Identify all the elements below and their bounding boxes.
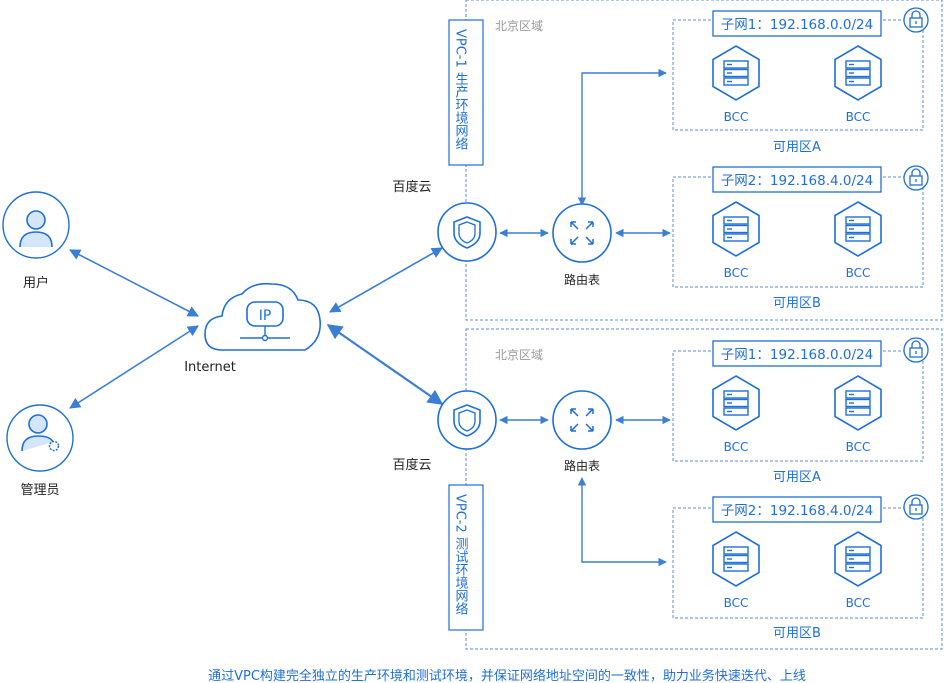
internet-label: Internet (184, 360, 236, 375)
zone-label-vpc1-a: 可用区A (773, 140, 821, 155)
server-icon (712, 531, 760, 587)
route-table-label-top: 路由表 (564, 272, 600, 287)
server-label: BCC (846, 440, 871, 454)
user-node (2, 191, 70, 259)
server-icon (834, 531, 882, 587)
server-icon (712, 45, 760, 101)
ip-text: IP (259, 308, 272, 324)
connector-internet-gateway-top (329, 247, 443, 313)
server-icon (712, 201, 760, 257)
region-label-vpc2: 北京区域 (495, 348, 543, 362)
subnet-label-vpc1-a: 子网1：192.168.0.0/24 (712, 10, 882, 37)
server-label: BCC (846, 266, 871, 280)
gear-icon (48, 440, 60, 452)
route-table-icon (552, 203, 612, 263)
lock-icon (903, 7, 929, 33)
zone-box-vpc2-a (672, 350, 924, 462)
shield-icon (437, 390, 497, 450)
server-icon (834, 201, 882, 257)
server-label: BCC (846, 110, 871, 124)
subnet-text-vpc2-a: 子网1：192.168.0.0/24 (721, 347, 873, 363)
server-label: BCC (724, 440, 749, 454)
subnet-text-vpc1-a: 子网1：192.168.0.0/24 (721, 17, 873, 33)
region-box-vpc2 (465, 328, 943, 650)
internet-cloud: IP (204, 282, 322, 351)
zone-label-vpc1-b: 可用区B (773, 296, 821, 311)
admin-node (6, 404, 74, 472)
connector-internet-gateway-bottom (326, 324, 444, 405)
server-label: BCC (724, 266, 749, 280)
server-label: BCC (724, 596, 749, 610)
vpc1-name: VPC-1 生产环境网络 (453, 29, 469, 150)
region-box-vpc1 (465, 0, 943, 321)
vpc1-name-box: VPC-1 生产环境网络 (448, 19, 484, 166)
subnet-label-vpc2-a: 子网1：192.168.0.0/24 (712, 340, 882, 367)
zone-box-vpc1-b (672, 176, 924, 288)
connector-user-internet (69, 249, 199, 317)
vpc2-name: VPC-2 测试环境网络 (453, 494, 469, 615)
lock-icon (903, 165, 929, 191)
server-icon (834, 375, 882, 431)
gateway-label-bottom: 百度云 (392, 457, 431, 473)
lock-icon (903, 494, 929, 520)
subnet-text-vpc1-b: 子网2：192.168.4.0/24 (721, 173, 873, 189)
caption: 通过VPC构建完全独立的生产环境和测试环境，并保证网络地址空间的一致性，助力业务… (208, 668, 806, 683)
connector-router-zone-vpc1-a (577, 68, 667, 206)
server-label: BCC (846, 596, 871, 610)
server-icon (712, 375, 760, 431)
route-table-label-bottom: 路由表 (564, 458, 600, 473)
zone-label-vpc2-a: 可用区A (773, 470, 821, 485)
vpc2-name-box: VPC-2 测试环境网络 (448, 484, 484, 631)
user-label: 用户 (23, 275, 49, 291)
admin-icon (28, 414, 48, 434)
lock-icon (903, 337, 929, 363)
zone-label-vpc2-b: 可用区B (773, 626, 821, 641)
connector-router-zone-vpc2-b (577, 477, 667, 567)
shield-icon (437, 202, 497, 262)
admin-label: 管理员 (20, 483, 59, 498)
subnet-text-vpc2-b: 子网2：192.168.4.0/24 (721, 503, 873, 519)
server-label: BCC (724, 110, 749, 124)
region-label-vpc1: 北京区域 (495, 19, 543, 33)
zone-box-vpc2-b (672, 507, 924, 619)
subnet-label-vpc1-b: 子网2：192.168.4.0/24 (712, 166, 882, 193)
gateway-label-top: 百度云 (392, 179, 431, 195)
connector-admin-internet (69, 325, 199, 409)
user-icon (26, 210, 46, 230)
subnet-label-vpc2-b: 子网2：192.168.4.0/24 (712, 496, 882, 523)
server-icon (834, 45, 882, 101)
route-table-icon (552, 390, 612, 450)
